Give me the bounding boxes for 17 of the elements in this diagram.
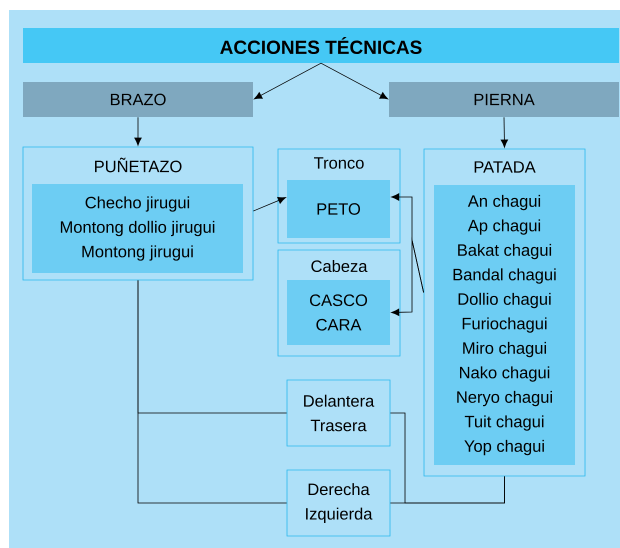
arrow (500, 116, 508, 148)
option-box: Derecha Izquierda (286, 470, 390, 536)
connector-line (138, 280, 287, 504)
option-box: Delantera Trasera (286, 380, 390, 446)
arrow (134, 116, 142, 146)
connector-line (390, 476, 505, 504)
arrow (253, 196, 286, 212)
arrow (254, 62, 322, 100)
list-box: An chagui Ap chagui Bakat chagui Bandal chagui Dollio chagui Furiochagui Miro chagui Nako chagui Neryo chagui Tuit chagui Yop chagui (434, 185, 575, 465)
list-box: Checho jirugui Montong dollio jirugui Montong jirugui (32, 184, 243, 273)
arrow (391, 236, 424, 316)
target-box: PETO (287, 180, 390, 238)
arrow (320, 62, 388, 100)
category-bar: PIERNA (389, 82, 619, 117)
title-band: ACCIONES TÉCNICAS (23, 28, 619, 63)
category-bar: BRAZO (23, 82, 253, 117)
target-box: CASCO CARA (287, 280, 390, 345)
